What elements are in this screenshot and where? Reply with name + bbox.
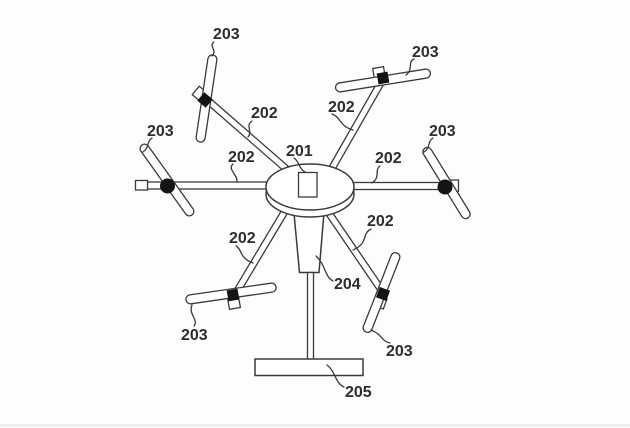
leader-arm-right	[371, 165, 381, 184]
label-propeller-top-right: 203	[412, 44, 439, 61]
leader-propeller-left	[142, 137, 153, 153]
arm-left-end-cap	[134, 179, 149, 191]
label-propeller-bottom-right: 203	[386, 343, 413, 360]
leader-central-body	[293, 157, 306, 173]
rotor-hub-right	[437, 179, 453, 195]
leader-arm-left	[230, 163, 238, 183]
label-arm-lower-right: 202	[367, 213, 394, 230]
leader-support-column	[315, 255, 334, 282]
arm-lower-left	[232, 203, 292, 296]
label-arm-upper-right: 202	[328, 99, 355, 116]
stand-pole	[306, 271, 315, 361]
label-central-body: 201	[286, 143, 313, 160]
column-taper	[293, 211, 325, 274]
rotor-hub-bottom-left	[226, 288, 240, 302]
rotor-hub-top-left	[197, 92, 213, 108]
leader-arm-lower-right	[352, 228, 372, 251]
rotor-hub-top-right	[376, 71, 390, 85]
leader-arm-upper-left	[247, 120, 253, 138]
leader-propeller-top-right	[405, 58, 415, 76]
label-base-plate: 205	[345, 384, 372, 401]
label-arm-lower-left: 202	[229, 230, 256, 247]
central-body	[265, 163, 355, 218]
leader-propeller-top-left	[211, 41, 215, 57]
leader-arm-lower-left	[235, 245, 254, 264]
leader-propeller-bottom-left	[190, 304, 196, 327]
label-arm-left: 202	[228, 149, 255, 166]
base-plate	[254, 358, 364, 377]
support-column	[293, 211, 325, 361]
label-propeller-bottom-left: 203	[181, 327, 208, 344]
reference-labels: 203 203 202 202 203 203 201 202 202 202 …	[147, 26, 456, 401]
leader-lines	[142, 41, 434, 388]
label-propeller-right: 203	[429, 123, 456, 140]
rotor-arms	[134, 76, 460, 296]
leader-propeller-right	[423, 137, 434, 153]
scan-artifact	[0, 424, 630, 427]
label-propeller-top-left: 203	[213, 26, 240, 43]
label-arm-upper-left: 202	[251, 105, 278, 122]
leader-propeller-bottom-right	[370, 329, 391, 344]
label-arm-right: 202	[375, 150, 402, 167]
leader-arm-upper-right	[331, 113, 354, 131]
leader-base-plate	[326, 364, 345, 388]
label-propeller-left: 203	[147, 123, 174, 140]
label-support-column: 204	[334, 276, 361, 293]
rotor-hub-left	[160, 178, 175, 194]
arm-left	[135, 181, 275, 190]
rotor-hub-bottom-right	[375, 286, 391, 302]
body-payload-box	[297, 171, 318, 198]
